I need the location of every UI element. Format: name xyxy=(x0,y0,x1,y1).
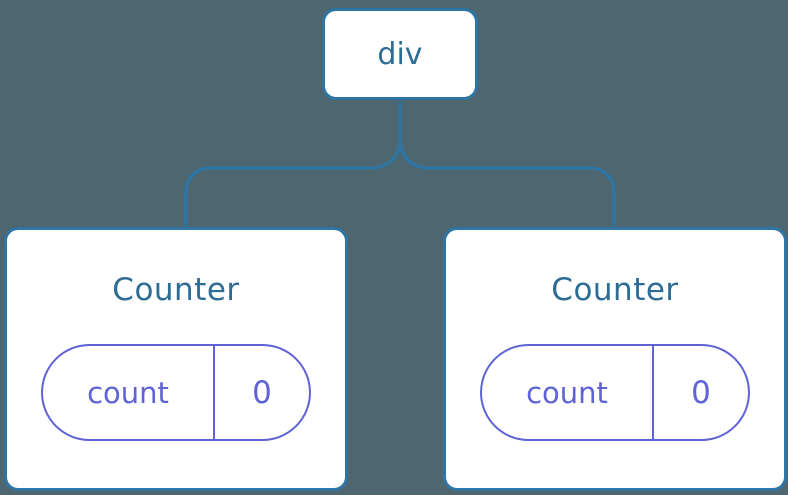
connector-right-branch xyxy=(398,135,616,226)
root-node-div: div xyxy=(322,8,478,100)
counter-node-right: Counter count 0 xyxy=(443,227,787,491)
connector-left-branch xyxy=(184,101,402,226)
state-value: 0 xyxy=(252,374,272,411)
state-value: 0 xyxy=(691,374,711,411)
state-name: count xyxy=(43,346,215,439)
root-node-label: div xyxy=(377,36,423,72)
state-pill: count 0 xyxy=(480,344,750,441)
state-name: count xyxy=(482,346,654,439)
node-title: Counter xyxy=(112,272,240,308)
node-title: Counter xyxy=(551,272,679,308)
counter-node-left: Counter count 0 xyxy=(4,227,348,491)
state-pill: count 0 xyxy=(41,344,311,441)
